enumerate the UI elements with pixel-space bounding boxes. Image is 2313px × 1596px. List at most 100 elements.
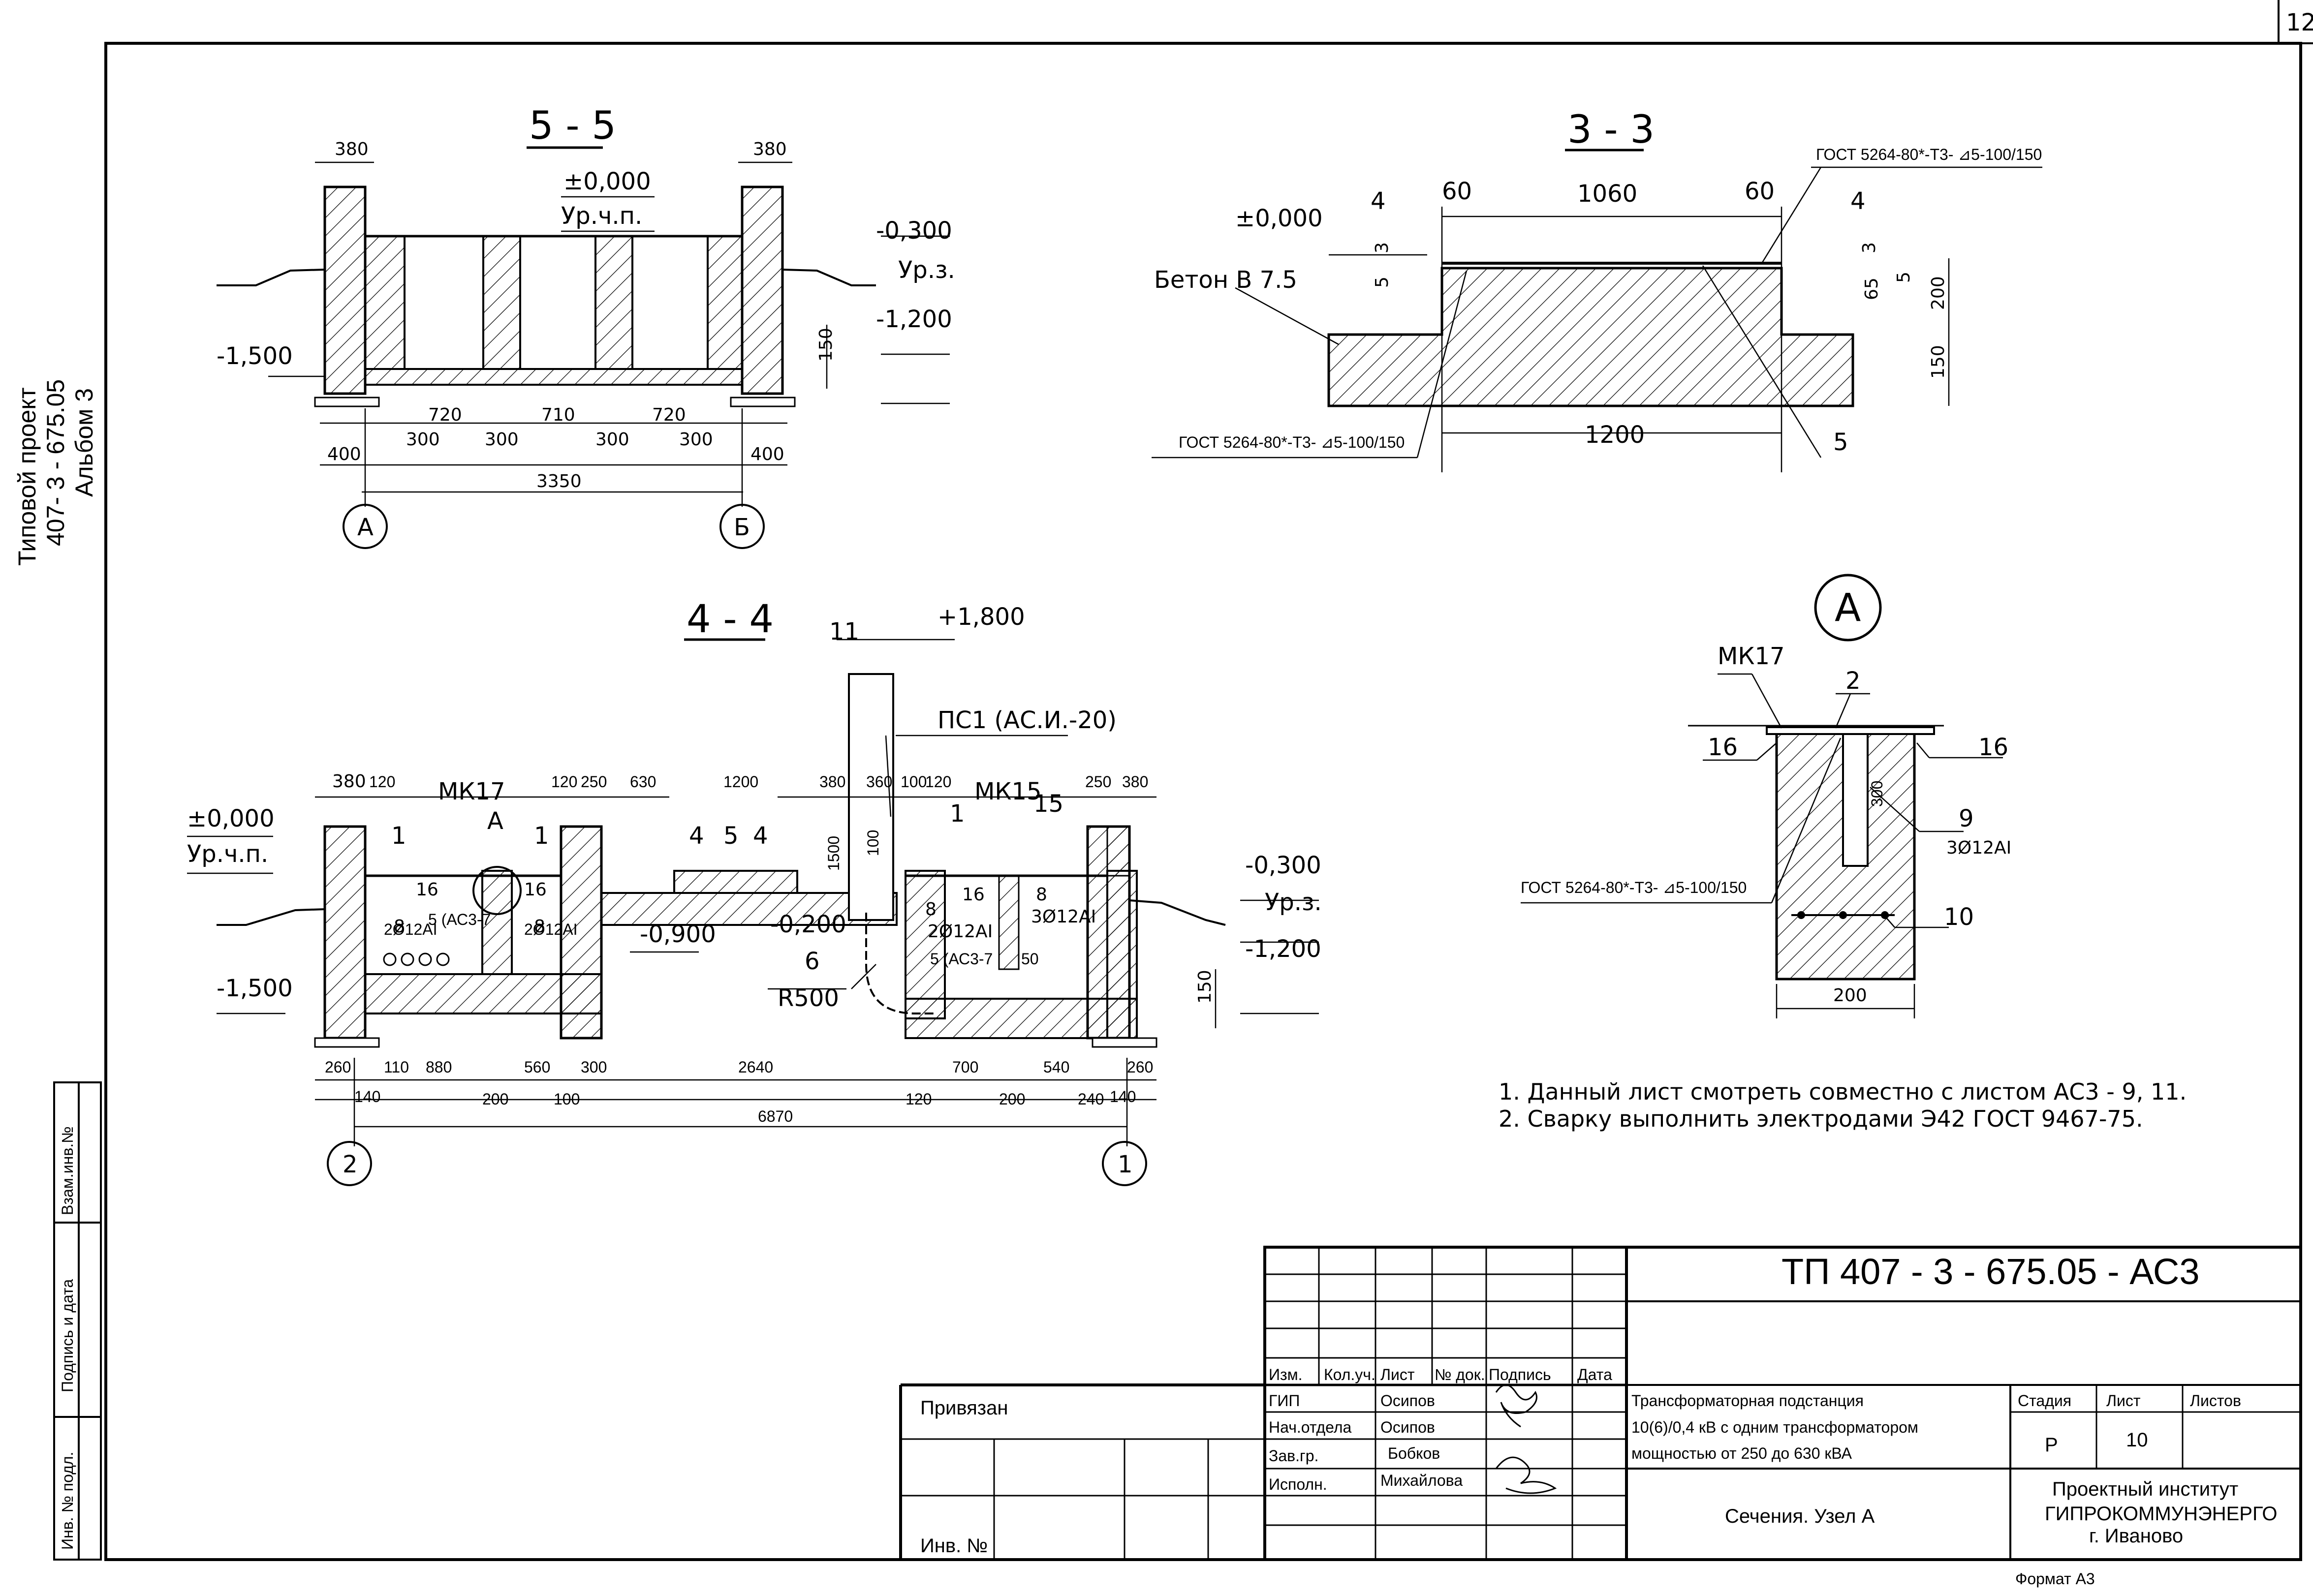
svg-text:Нач.отдела: Нач.отдела bbox=[1269, 1418, 1352, 1436]
svg-text:Ур.ч.п.: Ур.ч.п. bbox=[561, 202, 642, 230]
svg-text:Изм.: Изм. bbox=[1269, 1366, 1303, 1383]
svg-text:Дата: Дата bbox=[1577, 1366, 1612, 1383]
svg-text:200: 200 bbox=[999, 1090, 1025, 1108]
svg-text:2Ø12АI: 2Ø12АI bbox=[524, 921, 578, 938]
svg-text:3350: 3350 bbox=[536, 471, 582, 491]
svg-text:2: 2 bbox=[1845, 667, 1861, 695]
svg-text:ПС1 (АС.И.-20): ПС1 (АС.И.-20) bbox=[938, 706, 1117, 734]
svg-text:4: 4 bbox=[753, 822, 768, 850]
svg-text:200: 200 bbox=[1833, 985, 1867, 1006]
svg-text:Проектный институт: Проектный институт bbox=[2052, 1478, 2238, 1500]
svg-text:250: 250 bbox=[581, 773, 607, 791]
svg-text:110: 110 bbox=[384, 1058, 409, 1076]
svg-text:3Ø12АI: 3Ø12АI bbox=[1031, 907, 1096, 927]
svg-text:МК15: МК15 bbox=[974, 778, 1042, 805]
svg-text:1060: 1060 bbox=[1577, 180, 1637, 208]
svg-text:-0,200: -0,200 bbox=[770, 911, 846, 938]
svg-text:1. Данный лист смотреть совмес: 1. Данный лист смотреть совместно с лист… bbox=[1499, 1078, 2187, 1105]
svg-text:Трансформаторная подстанция: Трансформаторная подстанция bbox=[1631, 1392, 1864, 1410]
svg-text:-1,500: -1,500 bbox=[217, 975, 293, 1002]
svg-text:380: 380 bbox=[332, 771, 366, 792]
svg-text:Привязан: Привязан bbox=[920, 1397, 1008, 1419]
svg-text:Осипов: Осипов bbox=[1380, 1392, 1435, 1410]
svg-text:±0,000: ±0,000 bbox=[563, 168, 651, 195]
svg-text:300: 300 bbox=[581, 1058, 607, 1076]
svg-text:100: 100 bbox=[554, 1090, 580, 1108]
svg-text:200: 200 bbox=[1928, 276, 1948, 310]
svg-text:Подпись: Подпись bbox=[1489, 1366, 1551, 1383]
svg-text:407- 3 - 675.05: 407- 3 - 675.05 bbox=[42, 379, 69, 546]
svg-text:Исполн.: Исполн. bbox=[1269, 1475, 1327, 1493]
svg-text:1: 1 bbox=[950, 800, 965, 828]
svg-text:2. Сварку выполнить электродам: 2. Сварку выполнить электродами Э42 ГОСТ… bbox=[1499, 1105, 2143, 1132]
node-A-detail: А МК17 2 16 16 9 3Ø12АI ГОСТ 5264-80*-Т3… bbox=[1521, 574, 2011, 1018]
svg-text:1500: 1500 bbox=[825, 836, 843, 871]
svg-text:3: 3 bbox=[1372, 242, 1392, 253]
side-vzam-label: Взам.инв.№ bbox=[59, 1127, 76, 1215]
svg-text:16: 16 bbox=[1978, 734, 2008, 761]
svg-text:3 - 3: 3 - 3 bbox=[1567, 108, 1655, 152]
svg-text:8: 8 bbox=[534, 917, 545, 937]
svg-text:16: 16 bbox=[962, 885, 985, 905]
svg-text:16: 16 bbox=[416, 880, 438, 900]
svg-text:300: 300 bbox=[485, 430, 519, 450]
svg-text:380: 380 bbox=[819, 773, 845, 791]
side-podpis-label: Подпись и дата bbox=[59, 1279, 76, 1392]
svg-text:300: 300 bbox=[595, 430, 629, 450]
svg-text:300: 300 bbox=[1868, 781, 1886, 807]
svg-text:мощностью от 250 до 630 кВА: мощностью от 250 до 630 кВА bbox=[1631, 1444, 1852, 1462]
svg-text:880: 880 bbox=[426, 1058, 452, 1076]
svg-text:50: 50 bbox=[1021, 950, 1039, 968]
svg-text:250: 250 bbox=[1085, 773, 1111, 791]
svg-text:ГОСТ 5264-80*-Т3- ⊿5-100/150: ГОСТ 5264-80*-Т3- ⊿5-100/150 bbox=[1179, 433, 1405, 451]
svg-text:300: 300 bbox=[679, 430, 713, 450]
svg-text:120: 120 bbox=[369, 773, 395, 791]
svg-text:9: 9 bbox=[1959, 805, 1974, 832]
svg-text:ГОСТ 5264-80*-Т3- ⊿5-100/150: ГОСТ 5264-80*-Т3- ⊿5-100/150 bbox=[1816, 146, 2042, 163]
svg-text:120: 120 bbox=[906, 1090, 932, 1108]
svg-text:100: 100 bbox=[864, 830, 882, 856]
svg-text:4: 4 bbox=[689, 822, 704, 850]
svg-text:720: 720 bbox=[652, 405, 686, 425]
svg-text:Р: Р bbox=[2045, 1434, 2058, 1456]
svg-text:10: 10 bbox=[2126, 1429, 2148, 1451]
section-5-5: 5 - 5 380 380 ±0,000 Ур. bbox=[217, 104, 955, 549]
svg-text:360: 360 bbox=[866, 773, 892, 791]
svg-text:Михайлова: Михайлова bbox=[1380, 1472, 1463, 1489]
svg-text:Сечения. Узел А: Сечения. Узел А bbox=[1725, 1505, 1875, 1527]
svg-text:1200: 1200 bbox=[723, 773, 758, 791]
svg-text:140: 140 bbox=[354, 1088, 380, 1105]
svg-text:2Ø12АI: 2Ø12АI bbox=[384, 921, 438, 938]
svg-text:720: 720 bbox=[428, 405, 462, 425]
svg-text:200: 200 bbox=[482, 1090, 508, 1108]
svg-text:16: 16 bbox=[1708, 734, 1738, 761]
side-project-label: Типовой проект 407- 3 - 675.05 Альбом 3 bbox=[13, 379, 98, 566]
drawing-code: ТП 407 - 3 - 675.05 - АС3 bbox=[1782, 1251, 2200, 1292]
svg-text:Б: Б bbox=[734, 514, 750, 541]
svg-text:240: 240 bbox=[1078, 1090, 1104, 1108]
section-4-4: 4 - 4 bbox=[187, 597, 1322, 1186]
svg-text:3Ø12АI: 3Ø12АI bbox=[1946, 838, 2011, 858]
svg-text:№ док.: № док. bbox=[1435, 1366, 1485, 1383]
svg-text:Ур.з.: Ур.з. bbox=[898, 256, 955, 284]
svg-text:100: 100 bbox=[901, 773, 927, 791]
svg-text:ГОСТ 5264-80*-Т3- ⊿5-100/150: ГОСТ 5264-80*-Т3- ⊿5-100/150 bbox=[1521, 879, 1747, 896]
svg-text:60: 60 bbox=[1745, 178, 1775, 205]
svg-text:Бобков: Бобков bbox=[1388, 1444, 1440, 1462]
svg-text:МК17: МК17 bbox=[438, 778, 505, 805]
title-block-text: ТП 407 - 3 - 675.05 - АС3 Изм. Кол.уч. Л… bbox=[920, 1251, 2278, 1588]
svg-text:5: 5 bbox=[1372, 276, 1392, 288]
svg-text:120: 120 bbox=[551, 773, 577, 791]
svg-text:150: 150 bbox=[816, 328, 836, 362]
svg-text:±0,000: ±0,000 bbox=[187, 805, 275, 832]
svg-text:380: 380 bbox=[1122, 773, 1148, 791]
svg-text:1: 1 bbox=[391, 822, 406, 850]
svg-text:ГИПРОКОММУНЭНЕРГО: ГИПРОКОММУНЭНЕРГО bbox=[2045, 1503, 2278, 1525]
notes: 1. Данный лист смотреть совместно с лист… bbox=[1499, 1078, 2187, 1132]
svg-text:-0,300: -0,300 bbox=[1245, 852, 1321, 879]
svg-text:Листов: Листов bbox=[2190, 1392, 2241, 1410]
svg-text:120: 120 bbox=[925, 773, 951, 791]
svg-text:Ур.ч.п.: Ур.ч.п. bbox=[187, 840, 268, 868]
svg-text:1: 1 bbox=[1118, 1151, 1133, 1178]
svg-text:6: 6 bbox=[805, 948, 820, 975]
